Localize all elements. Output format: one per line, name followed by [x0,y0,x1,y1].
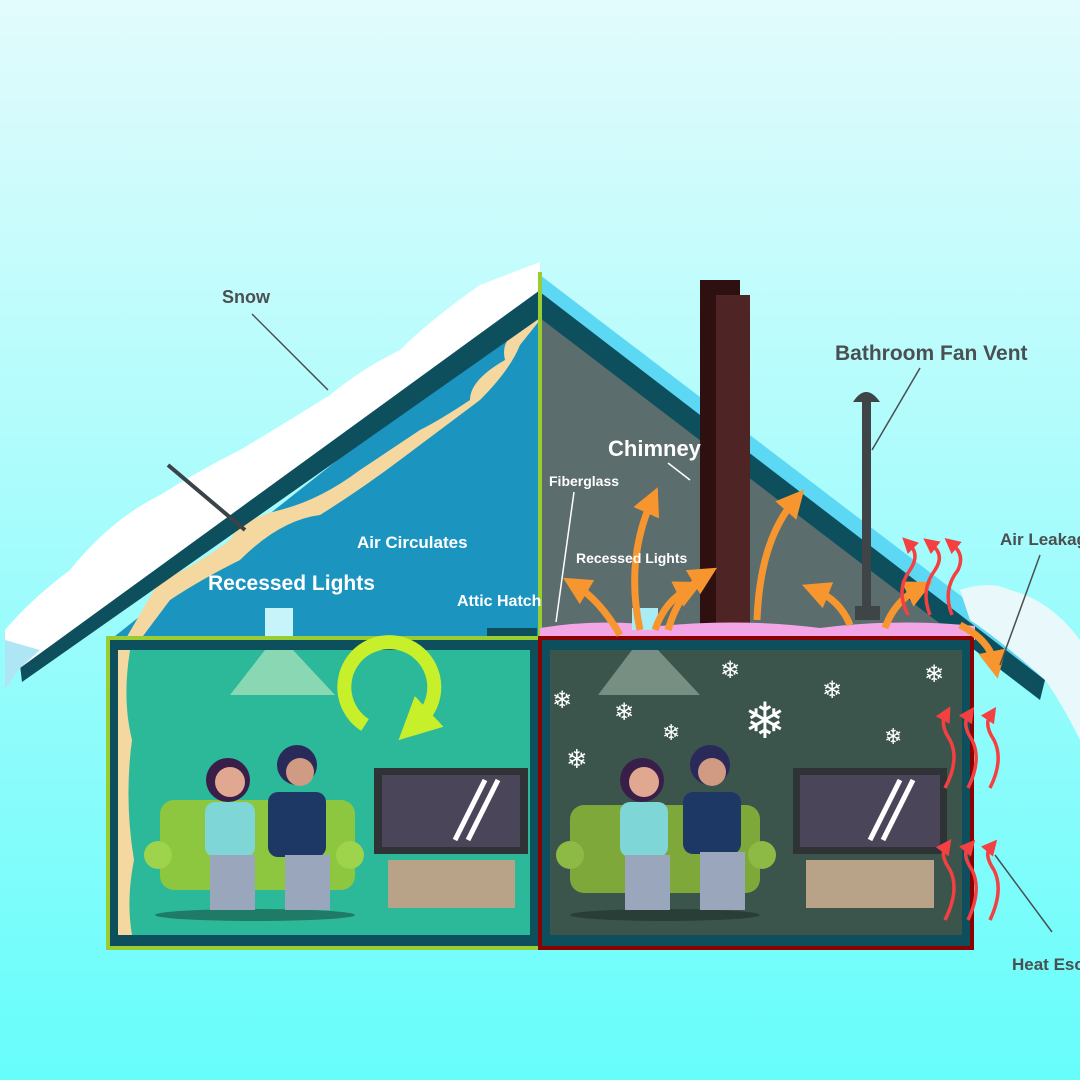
snow-right [960,585,1080,740]
label-chimney: Chimney [608,436,702,461]
sofa-arm [336,841,364,869]
heat-arrows [900,537,1000,921]
snowflakes: ❄ ❄ ❄ ❄ ❄ ❄ ❄ ❄ ❄ [552,656,944,775]
heat-arrow-icon [900,537,919,616]
left-insulation-edge [125,300,540,640]
woman-face [629,767,659,797]
snowflake-icon: ❄ [924,660,944,688]
heat-arrow-icon [958,706,978,789]
snowflake-icon: ❄ [614,698,634,726]
cold-living-room [556,745,947,921]
man-legs [285,855,330,910]
man-face [698,758,726,786]
light-cone-left [230,650,335,695]
heat-arrow-icon [935,706,956,789]
air-arrows [562,487,1006,679]
label-recessed-lights-left: Recessed Lights [208,572,375,595]
air-arrow-icon [664,567,718,632]
warm-living-room [144,745,528,921]
air-arrow-icon [802,582,854,627]
tv-glare [880,778,916,842]
air-arrow-icon [631,487,660,631]
tv-stand [806,860,934,908]
heat-arrow-icon [944,537,963,616]
heat-arrow-icon [958,839,978,921]
antenna [166,463,247,532]
woman-legs [210,855,255,910]
heat-escape-leader [994,854,1053,933]
tv-glare [867,778,903,842]
chimney-front [716,295,750,630]
tv-glare [465,778,501,842]
right-roof-light [540,275,1045,680]
fiberglass-leader [555,491,575,623]
label-bathroom-fan-vent: Bathroom Fan Vent [835,342,1028,365]
snowflake-icon: ❄ [720,656,740,684]
woman-body [205,802,255,857]
wall-insulation-left [118,650,134,935]
label-attic-hatch: Attic Hatch [457,593,541,610]
label-heat-escape: Heat Escape [1012,955,1080,974]
woman-legs [625,855,670,910]
man-face [286,758,314,786]
woman-face [215,767,245,797]
tv-screen [382,775,520,847]
snowflake-icon: ❄ [884,725,902,750]
circular-arrow-icon [337,635,444,741]
heat-arrow-icon [980,839,1000,921]
heat-arrow-icon [923,538,942,616]
label-fiberglass: Fiberglass [549,473,619,489]
tv-stand [388,860,515,908]
leader-lines [251,313,1053,933]
snowflake-icon: ❄ [744,692,786,750]
attic-hatch [487,628,537,638]
label-air-circulates: Air Circulates [357,533,468,552]
air-arrow-icon [562,577,624,637]
left-roof [20,290,540,682]
man-body [683,792,741,854]
man-body [268,792,326,857]
label-recessed-lights-right: Recessed Lights [576,550,687,566]
bathroom-fan-vent [862,400,871,610]
sofa-arm [748,841,776,869]
snowflake-icon: ❄ [552,686,572,714]
snow-left-shade [5,640,40,690]
snowflake-icon: ❄ [822,676,842,704]
sofa-arm [144,841,172,869]
tv-glare [452,778,488,842]
chimney-leader [667,462,691,481]
label-air-leakage: Air Leakage [1000,530,1080,549]
snowflake-icon: ❄ [566,745,588,775]
floor-shadow [570,909,760,921]
man-legs [700,852,745,910]
heat-arrow-icon [935,839,956,921]
air-arrow-icon [958,621,1006,679]
heat-arrow-icon [980,706,1000,789]
snow-leader [251,313,329,391]
snow-left [5,262,540,690]
air-arrow-icon [753,489,805,621]
fan-vent-cap [853,392,880,402]
air-leakage-leader [999,554,1041,666]
air-arrow-icon [881,581,933,630]
sofa-arm [556,841,584,869]
fan-vent-leader [871,367,921,451]
light-cone-right [598,650,700,695]
label-snow: Snow [222,287,271,307]
woman-body [620,802,668,857]
floor-shadow [155,909,355,921]
fan-vent-base [855,606,880,620]
snowflake-icon: ❄ [662,721,680,746]
recessed-light-left [265,608,293,638]
